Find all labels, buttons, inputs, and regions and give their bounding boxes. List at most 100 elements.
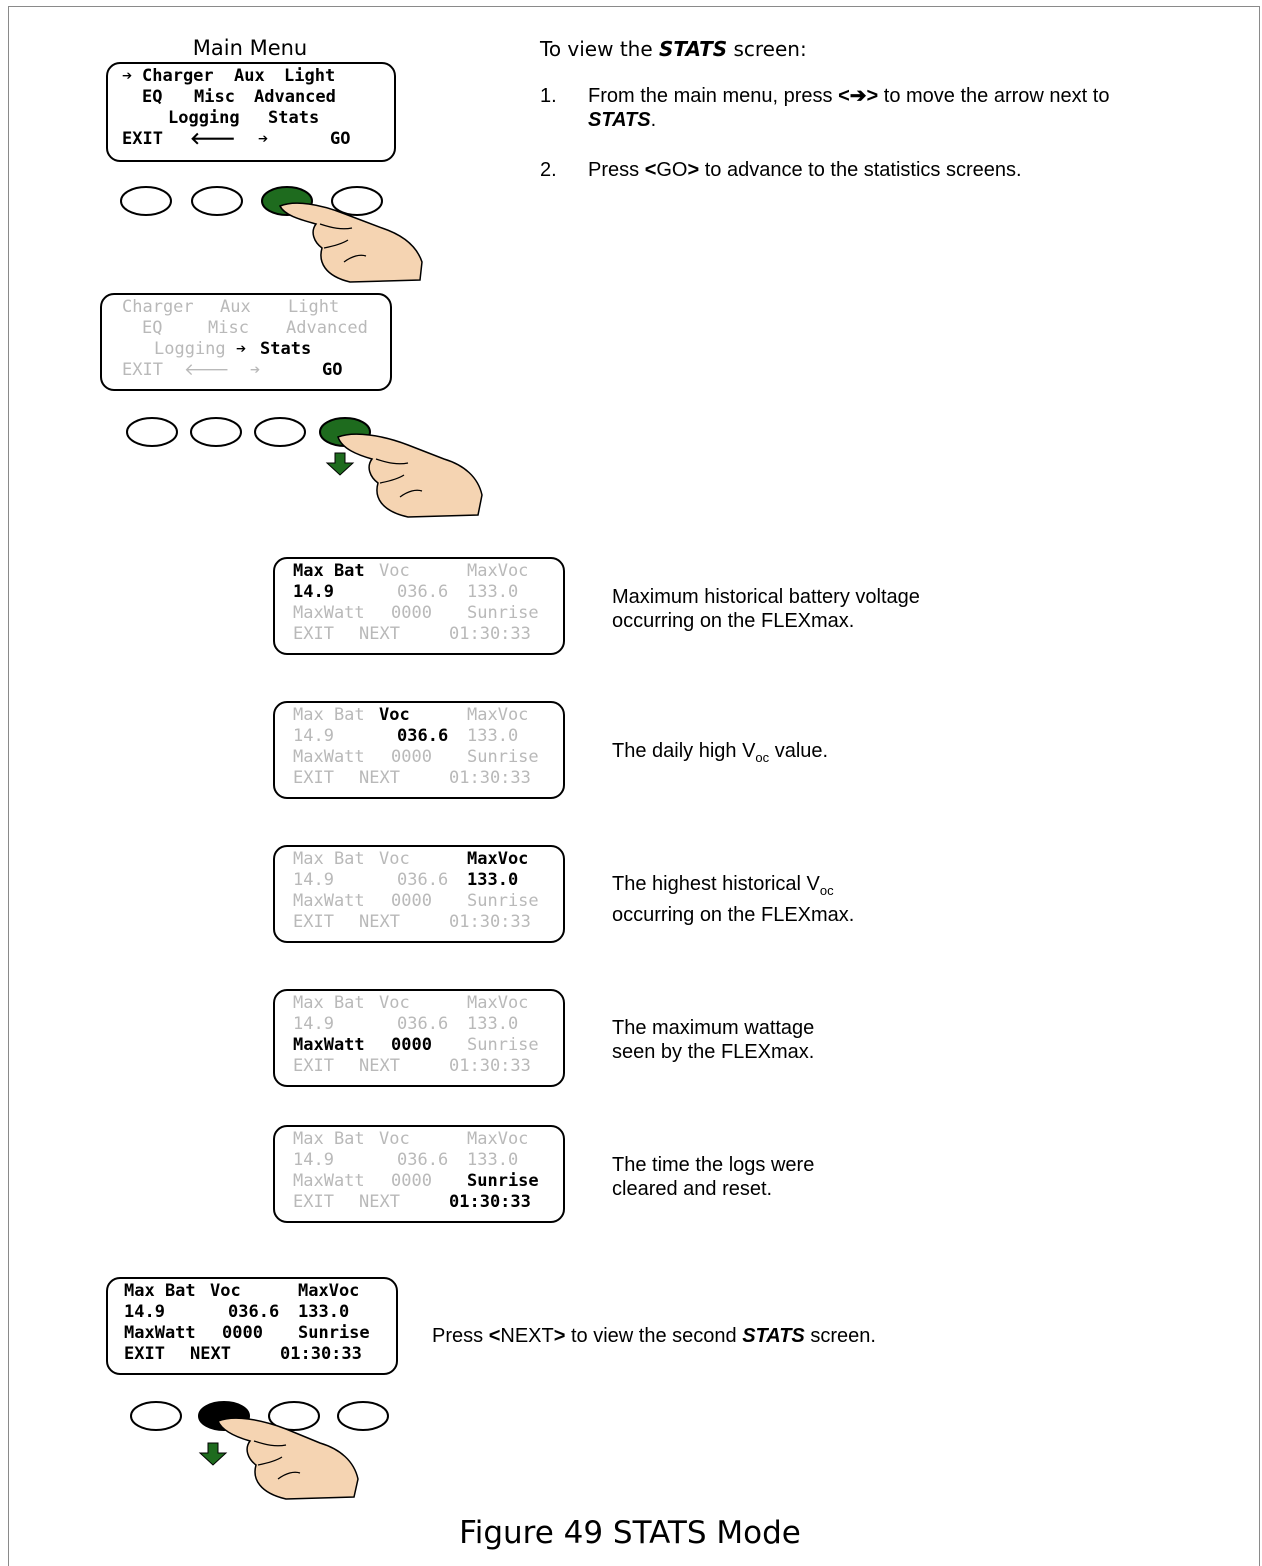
softkey-next-label: NEXT (359, 1192, 400, 1212)
menu-item-aux[interactable]: Aux (234, 66, 265, 86)
menu-item-eq[interactable]: EQ (142, 87, 163, 107)
key-bracket: > (553, 1325, 566, 1347)
pressing-hand-icon (278, 202, 423, 283)
down-arrow-icon (198, 1442, 228, 1466)
max-bat-value: 14.9 (293, 1150, 334, 1170)
max-bat-label: Max Bat (293, 1129, 365, 1149)
voc-value: 036.6 (228, 1302, 280, 1322)
softkey-next-label: NEXT (359, 768, 400, 788)
voc-value: 036.6 (397, 1014, 449, 1034)
maxwatt-value: 0000 (391, 747, 432, 767)
maxvoc-label: MaxVoc (467, 561, 529, 581)
softkey-left-arrow-icon: 🡐 (184, 360, 230, 380)
description-line: seen by the FLEXmax. (612, 1041, 815, 1063)
menu-item-charger[interactable]: Charger (142, 66, 214, 86)
softkey-right-arrow-icon: ➔ (258, 129, 269, 149)
menu-item-stats-selected[interactable]: Stats (260, 339, 312, 359)
pressing-hand-icon (337, 433, 483, 518)
maxvoc-value: 133.0 (467, 582, 519, 602)
description-text: The daily high V (612, 740, 756, 762)
menu-item-charger[interactable]: Charger (122, 297, 194, 317)
menu-item-advanced[interactable]: Advanced (254, 87, 336, 107)
softkey-exit-label: EXIT (293, 912, 334, 932)
menu-item-logging[interactable]: Logging (154, 339, 226, 359)
sunrise-label: Sunrise (467, 603, 539, 623)
soft-button-4[interactable] (337, 1401, 389, 1431)
instructions-heading: To view the STATS screen: (540, 37, 1200, 61)
soft-button-2[interactable] (191, 186, 243, 216)
soft-button-2[interactable] (190, 417, 242, 447)
menu-item-advanced[interactable]: Advanced (286, 318, 368, 338)
menu-item-light[interactable]: Light (288, 297, 340, 317)
note-text: Press (432, 1325, 489, 1347)
next-key: NEXT (500, 1325, 554, 1347)
sunrise-label: Sunrise (467, 1035, 539, 1055)
softkey-exit-label: EXIT (293, 1056, 334, 1076)
sunrise-label: Sunrise (298, 1323, 370, 1343)
softkey-next-label: NEXT (359, 912, 400, 932)
maxwatt-label: MaxWatt (293, 603, 365, 623)
softkey-next-label: NEXT (190, 1344, 231, 1364)
sunrise-time: 01:30:33 (449, 912, 531, 932)
page-frame (8, 6, 1260, 1566)
maxvoc-label: MaxVoc (467, 993, 529, 1013)
soft-button-1[interactable] (126, 417, 178, 447)
sunrise-time: 01:30:33 (449, 768, 531, 788)
maxwatt-label: MaxWatt (293, 1035, 365, 1055)
voc-value: 036.6 (397, 726, 449, 746)
softkey-exit-label: EXIT (293, 624, 334, 644)
menu-item-misc[interactable]: Misc (208, 318, 249, 338)
description-subscript: oc (819, 883, 834, 898)
heading-text: To view the (540, 37, 660, 61)
soft-button-1[interactable] (120, 186, 172, 216)
voc-label: Voc (379, 705, 410, 725)
maxvoc-label: MaxVoc (467, 705, 529, 725)
description-voc: The daily high Voc value. (612, 739, 1032, 770)
menu-item-misc[interactable]: Misc (194, 87, 235, 107)
softkey-next-label: NEXT (359, 1056, 400, 1076)
menu-item-logging[interactable]: Logging (168, 108, 240, 128)
menu-item-eq[interactable]: EQ (142, 318, 163, 338)
max-bat-label: Max Bat (293, 705, 365, 725)
pressing-hand-icon (217, 1417, 359, 1500)
max-bat-value: 14.9 (293, 1014, 334, 1034)
maxwatt-value: 0000 (391, 1171, 432, 1191)
description-line: Maximum historical battery voltage (612, 586, 920, 608)
maxwatt-label: MaxWatt (293, 747, 365, 767)
step-text-end: to advance to the statistics screens. (699, 159, 1022, 181)
description-line: occurring on the FLEXmax. (612, 610, 855, 632)
menu-item-light[interactable]: Light (284, 66, 336, 86)
description-line: The maximum wattage (612, 1017, 815, 1039)
menu-item-stats[interactable]: Stats (268, 108, 320, 128)
soft-button-1[interactable] (130, 1401, 182, 1431)
sunrise-time: 01:30:33 (449, 624, 531, 644)
voc-value: 036.6 (397, 1150, 449, 1170)
description-subscript: oc (755, 750, 770, 765)
heading-text-end: screen: (727, 37, 807, 61)
maxvoc-value: 133.0 (467, 726, 519, 746)
max-bat-value: 14.9 (293, 582, 334, 602)
soft-button-4[interactable] (331, 186, 383, 216)
voc-label: Voc (379, 993, 410, 1013)
menu-item-aux[interactable]: Aux (220, 297, 251, 317)
maxwatt-label: MaxWatt (293, 891, 365, 911)
softkey-exit-label: EXIT (122, 129, 163, 149)
right-arrow-key: <➔> (838, 85, 879, 107)
softkey-exit-label: EXIT (124, 1344, 165, 1364)
maxwatt-value: 0000 (391, 891, 432, 911)
max-bat-label: Max Bat (124, 1281, 196, 1301)
description-text-end: value. (769, 740, 829, 762)
description-text: The highest historical V (612, 873, 820, 895)
soft-button-3[interactable] (254, 417, 306, 447)
maxvoc-value: 133.0 (298, 1302, 350, 1322)
max-bat-value: 14.9 (293, 870, 334, 890)
soft-button-3[interactable] (268, 1401, 320, 1431)
soft-buttons-row-1 (120, 186, 423, 283)
